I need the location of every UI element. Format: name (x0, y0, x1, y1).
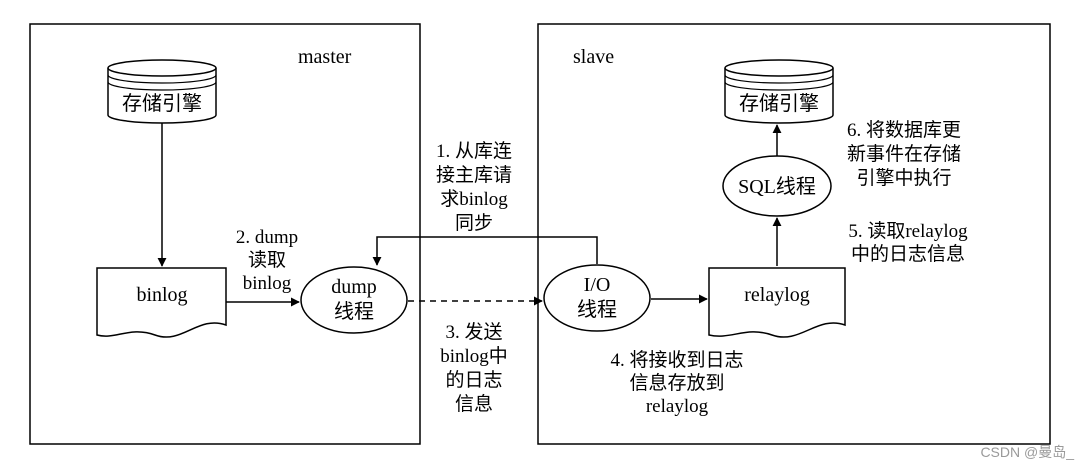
relaylog-document: relaylog (708, 267, 846, 338)
step6-label: 6. 将数据库更 新事件在存储 引擎中执行 (847, 119, 961, 189)
io-thread-line2: 线程 (577, 298, 617, 321)
master-storage-engine: 存储引擎 (107, 59, 217, 124)
step1-label: 1. 从库连 接主库请 求binlog 同步 (436, 140, 512, 234)
svg-text:5. 读取relaylog: 5. 读取relaylog (848, 220, 968, 242)
slave-storage-engine: 存储引擎 (724, 59, 834, 124)
slave-box (537, 23, 1051, 445)
step3-label: 3. 发送 binlog中 的日志 信息 (440, 321, 508, 415)
step2-label: 2. dump 读取 binlog (236, 227, 298, 294)
svg-text:3. 发送: 3. 发送 (445, 321, 502, 343)
svg-text:1. 从库连: 1. 从库连 (436, 140, 512, 162)
io-thread-line1: I/O (584, 274, 611, 296)
master-label: master (298, 46, 352, 68)
step5-label: 5. 读取relaylog 中的日志信息 (848, 220, 968, 265)
dump-thread-line2: 线程 (334, 300, 374, 323)
svg-text:relaylog: relaylog (646, 396, 709, 417)
dump-thread: dump 线程 (300, 266, 408, 334)
svg-text:接主库请: 接主库请 (436, 164, 512, 186)
svg-text:读取: 读取 (248, 249, 286, 271)
svg-text:binlog中: binlog中 (440, 345, 508, 367)
svg-text:2. dump: 2. dump (236, 227, 298, 248)
svg-text:信息: 信息 (455, 393, 493, 415)
svg-text:中的日志信息: 中的日志信息 (851, 243, 965, 265)
sql-thread: SQL线程 (722, 155, 832, 217)
svg-text:信息存放到: 信息存放到 (629, 372, 724, 394)
svg-text:的日志: 的日志 (445, 369, 502, 391)
master-box (29, 23, 421, 445)
svg-text:新事件在存储: 新事件在存储 (847, 143, 961, 165)
binlog-document: binlog (96, 267, 227, 338)
arrow-io-request-to-dump (372, 236, 598, 266)
svg-text:6. 将数据库更: 6. 将数据库更 (847, 119, 961, 141)
dump-thread-line1: dump (331, 276, 377, 298)
csdn-watermark: CSDN @曼岛_ (980, 444, 1074, 460)
svg-text:4. 将接收到日志: 4. 将接收到日志 (610, 349, 743, 371)
binlog-label: binlog (136, 284, 187, 306)
svg-text:引擎中执行: 引擎中执行 (856, 167, 951, 189)
svg-text:同步: 同步 (455, 212, 493, 234)
slave-label: slave (573, 46, 614, 68)
svg-text:binlog: binlog (243, 273, 292, 294)
io-thread: I/O 线程 (543, 264, 651, 332)
master-storage-label: 存储引擎 (122, 92, 202, 115)
step4-label: 4. 将接收到日志 信息存放到 relaylog (610, 349, 743, 417)
sql-thread-label: SQL线程 (738, 175, 816, 198)
slave-storage-label: 存储引擎 (739, 92, 819, 115)
relaylog-label: relaylog (744, 284, 810, 306)
svg-text:求binlog: 求binlog (440, 188, 508, 210)
